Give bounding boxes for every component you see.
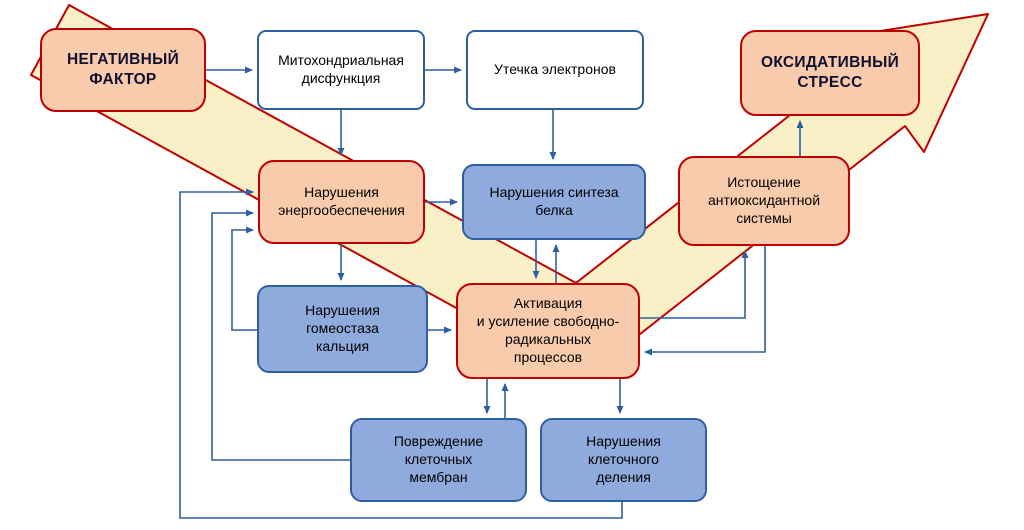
node-calcium-homeostasis-disruption: Нарушения гомеостаза кальция — [257, 285, 428, 373]
node-membrane-damage-label: Повреждение клеточных мембран — [393, 433, 484, 485]
node-membrane-damage: Повреждение клеточных мембран — [350, 418, 527, 502]
node-oxidative-stress: ОКСИДАТИВНЫЙ СТРЕСС — [740, 30, 920, 116]
arrow-division-to-energy-feedback — [179, 188, 623, 519]
node-free-radical-activation: Активация и усиление свободно- радикальн… — [456, 283, 640, 379]
node-mitochondrial-dysfunction-label: Митохондриальная дисфункция — [278, 52, 404, 86]
node-cell-division-disruption-label: Нарушения клеточного деления — [586, 433, 661, 485]
node-negative-factor: НЕГАТИВНЫЙ ФАКТОР — [40, 28, 206, 112]
arrow-calcium-to-energy-feedback — [231, 226, 257, 331]
node-mitochondrial-dysfunction: Митохондриальная дисфункция — [257, 30, 425, 110]
node-protein-synthesis-disruption-label: Нарушения синтеза белка — [489, 184, 619, 218]
node-electron-leakage: Утечка электронов — [466, 30, 644, 110]
node-calcium-homeostasis-disruption-label: Нарушения гомеостаза кальция — [305, 302, 380, 354]
node-electron-leakage-label: Утечка электронов — [494, 61, 616, 78]
arrow-antioxidant-to-radicals — [644, 246, 766, 356]
node-cell-division-disruption: Нарушения клеточного деления — [540, 418, 707, 502]
arrow-radicals-to-antioxidant — [640, 250, 749, 319]
arrow-membranes-to-energy-feedback — [211, 209, 350, 461]
node-antioxidant-depletion-label: Истощение антиоксидантной системы — [707, 174, 821, 226]
node-protein-synthesis-disruption: Нарушения синтеза белка — [462, 164, 646, 240]
node-negative-factor-label: НЕГАТИВНЫЙ ФАКТОР — [66, 51, 180, 88]
node-energy-supply-disruption-label: Нарушения энергообеспечения — [278, 184, 405, 218]
node-oxidative-stress-label: ОКСИДАТИВНЫЙ СТРЕСС — [760, 54, 900, 91]
node-free-radical-activation-label: Активация и усиление свободно- радикальн… — [476, 295, 620, 365]
node-antioxidant-depletion: Истощение антиоксидантной системы — [678, 156, 850, 246]
node-energy-supply-disruption: Нарушения энергообеспечения — [258, 160, 425, 244]
